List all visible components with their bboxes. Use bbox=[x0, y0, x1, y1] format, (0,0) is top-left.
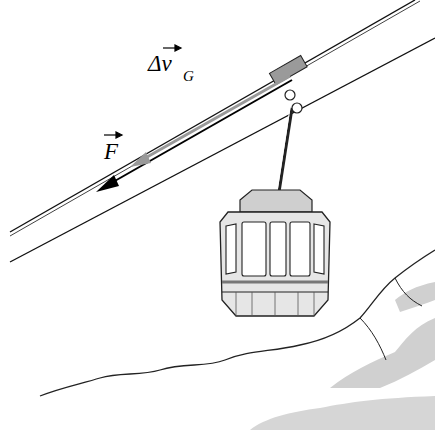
cabin-window bbox=[226, 224, 236, 274]
vector-sign bbox=[116, 132, 122, 138]
cabin-window bbox=[270, 222, 286, 276]
pulley-wheel bbox=[285, 90, 295, 100]
force-arrowhead bbox=[96, 175, 119, 192]
snow-patch bbox=[250, 396, 435, 430]
rock-patch bbox=[395, 282, 435, 312]
pulley-wheel bbox=[292, 103, 302, 113]
cabin-window bbox=[242, 222, 266, 276]
hanger-rod-highlight bbox=[277, 108, 290, 192]
ridge-line bbox=[360, 318, 386, 360]
vector-label: Δv bbox=[148, 52, 172, 75]
cabin-window bbox=[314, 224, 324, 274]
cabin-body bbox=[220, 212, 330, 316]
hanger-rod bbox=[279, 108, 292, 192]
cabin-panel-lines bbox=[236, 292, 314, 316]
vector-label: F bbox=[104, 140, 118, 163]
ridge-line bbox=[395, 278, 422, 306]
cable-edge bbox=[10, 1, 420, 236]
force-arrow-shaft bbox=[106, 80, 292, 186]
cabin-roof bbox=[240, 190, 312, 212]
force-vectors bbox=[96, 45, 292, 192]
subscript-label: G bbox=[183, 69, 194, 84]
upper-cable bbox=[10, 0, 415, 232]
cable-grip bbox=[269, 55, 307, 84]
gondola bbox=[220, 55, 330, 316]
cabin-stripe bbox=[222, 281, 328, 284]
cabin-window bbox=[290, 222, 310, 276]
velocity-change-arrowhead bbox=[130, 152, 151, 167]
velocity-change-arrow-shaft bbox=[140, 76, 290, 161]
vector-sign bbox=[175, 45, 181, 51]
